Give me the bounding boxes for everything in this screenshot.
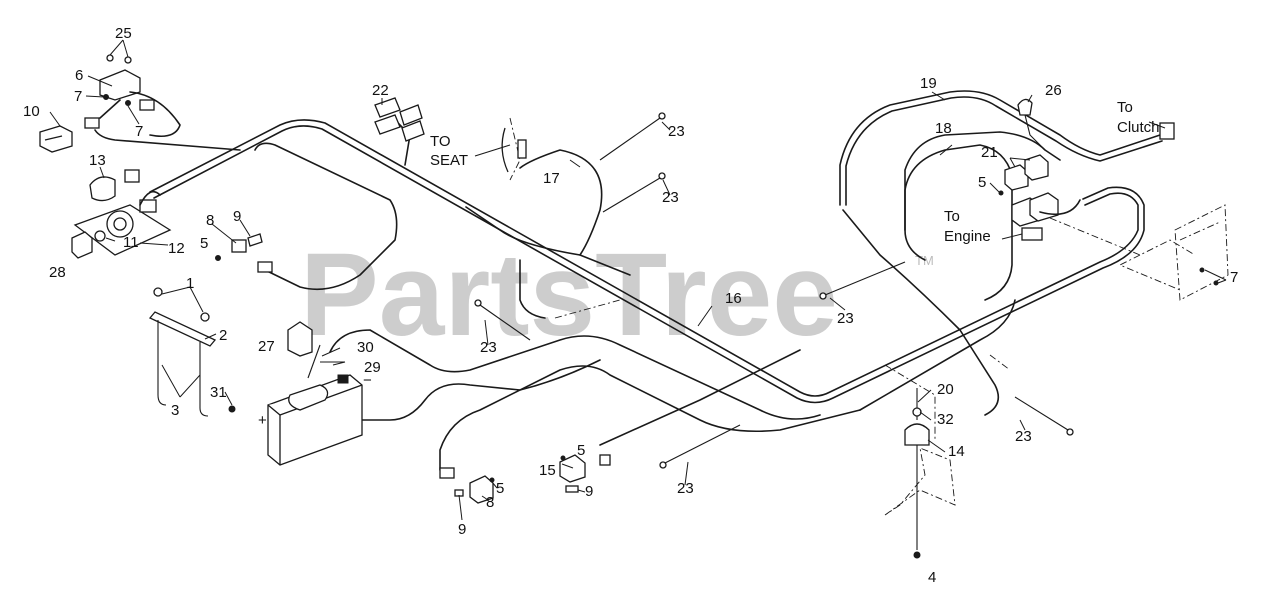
callout-26: 26 [1045, 82, 1062, 99]
battery: + − [228, 344, 372, 466]
callout-11: 11 [123, 234, 139, 251]
callout-28: 28 [49, 264, 66, 281]
callout-5: 5 [577, 442, 585, 459]
label-to-seat-line2: SEAT [430, 152, 468, 169]
relay-module-6 [84, 54, 181, 138]
label-to-engine-line2: Engine [944, 228, 991, 245]
bracket-right [1174, 204, 1229, 301]
cable-ties [474, 112, 1074, 469]
callout-4: 4 [928, 569, 936, 586]
callout-16: 16 [725, 290, 742, 307]
switch-28 [71, 231, 93, 259]
callout-7: 7 [74, 88, 82, 105]
callout-3: 3 [171, 402, 179, 419]
callout-5: 5 [496, 480, 504, 497]
switch-10 [39, 125, 73, 153]
watermark-text: PartsTree [300, 229, 838, 361]
leader-lines [49, 39, 1227, 521]
callouts: 25 6 7 7 10 13 11 12 28 8 9 5 1 2 3 27 3… [23, 25, 1238, 586]
callout-5: 5 [978, 174, 986, 191]
callout-29: 29 [364, 359, 381, 376]
callout-18: 18 [935, 120, 952, 137]
callout-12: 12 [168, 240, 185, 257]
battery-hold-down [148, 287, 217, 417]
callout-10: 10 [23, 103, 40, 120]
harness-19 [839, 90, 1163, 416]
callout-14: 14 [948, 443, 965, 460]
callout-17: 17 [543, 170, 560, 187]
callout-23: 23 [662, 189, 679, 206]
callout-31: 31 [210, 384, 227, 401]
callout-23: 23 [1015, 428, 1032, 445]
callout-9: 9 [458, 521, 466, 538]
label-to-clutch: To Clutch [1117, 99, 1160, 136]
callout-7: 7 [135, 123, 143, 140]
callout-22: 22 [372, 82, 389, 99]
callout-2: 2 [219, 327, 227, 344]
label-to-clutch-line1: To [1117, 99, 1133, 116]
callout-23: 23 [677, 480, 694, 497]
callout-5: 5 [200, 235, 208, 252]
relay-8-lower [439, 467, 495, 504]
callout-32: 32 [937, 411, 954, 428]
label-to-clutch-line2: Clutch [1117, 119, 1160, 136]
callout-9: 9 [233, 208, 241, 225]
callout-8: 8 [206, 212, 214, 229]
label-to-engine-line1: To [944, 208, 960, 225]
callout-30: 30 [357, 339, 374, 356]
callout-20: 20 [937, 381, 954, 398]
relay-bank-21 [998, 98, 1175, 241]
callout-23: 23 [480, 339, 497, 356]
callout-21: 21 [981, 144, 998, 161]
battery-positive-sign: + [258, 412, 267, 429]
terminal-boot-27 [287, 321, 313, 357]
callout-23: 23 [668, 123, 685, 140]
reference-lines [509, 117, 1196, 440]
callout-6: 6 [75, 67, 83, 84]
seat-connector-17 [501, 127, 527, 173]
callout-9: 9 [585, 483, 593, 500]
harness-18 [904, 131, 1061, 231]
callout-27: 27 [258, 338, 275, 355]
seat-switch-22 [374, 97, 425, 142]
label-to-seat-line1: TO [430, 133, 451, 150]
callout-7: 7 [1230, 269, 1238, 286]
main-harness [94, 119, 1145, 471]
key-switch-assembly [73, 169, 172, 256]
label-to-engine: To Engine [944, 208, 991, 245]
callout-15: 15 [539, 462, 556, 479]
relay-15 [559, 454, 611, 493]
relay-8-left [215, 233, 273, 273]
battery-negative-sign: − [363, 372, 372, 389]
callout-19: 19 [920, 75, 937, 92]
clamp-14 [884, 388, 956, 559]
callout-23: 23 [837, 310, 854, 327]
callout-1: 1 [186, 275, 194, 292]
callout-13: 13 [89, 152, 106, 169]
label-to-seat: TO SEAT [430, 133, 468, 169]
callout-25: 25 [115, 25, 132, 42]
callout-8: 8 [486, 494, 494, 511]
